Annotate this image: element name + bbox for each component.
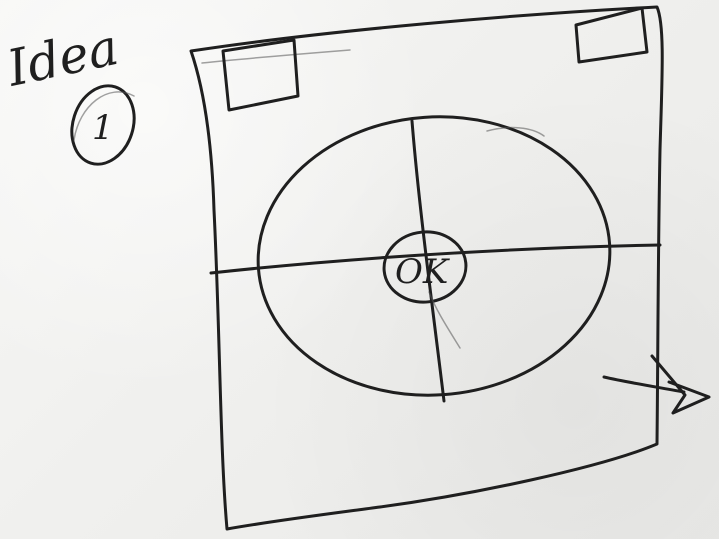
top-right-square-button[interactable] (576, 8, 647, 62)
top-left-square-button[interactable] (223, 40, 298, 110)
idea-number: 1 (92, 108, 114, 148)
ok-button-label: OK (395, 252, 451, 292)
arrow-head-icon[interactable] (652, 356, 709, 413)
